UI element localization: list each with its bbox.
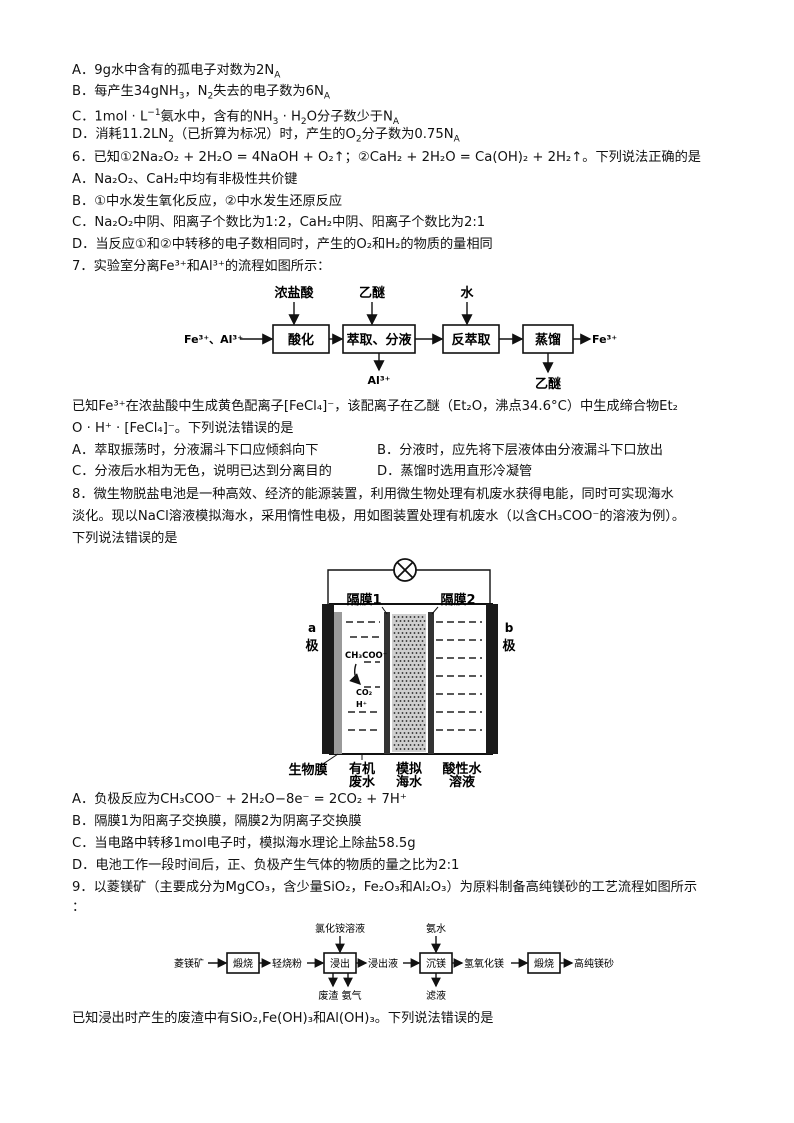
seawater-region: [392, 614, 426, 752]
membrane-2: [428, 612, 434, 754]
q7-info-2: O · H⁺ · [FeCl₄]⁻。下列说法错误的是: [72, 421, 294, 436]
q9-reagent-ammonia: 氨水: [426, 922, 446, 935]
seawater-label-2: 海水: [396, 774, 423, 788]
q9-filtrate: 滤液: [426, 989, 446, 1002]
q7-product-ether: 乙醚: [535, 376, 562, 392]
q9-box-calcine-2-label: 煅烧: [534, 957, 554, 970]
q9-box-precipitate-label: 沉镁: [426, 957, 446, 970]
q9-waste-outputs: 废渣 氨气: [318, 989, 361, 1002]
organic-label-2: 废水: [349, 774, 376, 788]
q7-reagent-water: 水: [460, 285, 474, 301]
q9-reagent-nh4cl: 氯化铵溶液: [315, 922, 365, 935]
seawater-label-1: 模拟: [396, 761, 422, 777]
q7-input-label: Fe³⁺、Al³⁺: [184, 333, 243, 346]
electrode-b-label-1: b: [505, 621, 514, 635]
biofilm-layer: [334, 612, 342, 754]
q6-option-b: B．①中水发生氧化反应，②中水发生还原反应: [72, 194, 343, 209]
species-h: H⁺: [356, 700, 367, 709]
q8-option-a: A．负极反应为CH₃COO⁻ + 2H₂O−8e⁻ = 2CO₂ + 7H⁺: [72, 792, 407, 807]
acid-label-1: 酸性水: [442, 761, 482, 777]
species-acetate: CH₃COO⁻: [345, 651, 387, 661]
q7-box-acidify-label: 酸化: [288, 332, 314, 348]
q5-option-b: B．每产生34gNH3，N2失去的电子数为6NA: [72, 84, 331, 102]
biofilm-label: 生物膜: [288, 762, 327, 778]
q7-box-extract: [342, 324, 416, 354]
q9-stem-1: 9．以菱镁矿（主要成分为MgCO₃，含少量SiO₂，Fe₂O₃和Al₂O₃）为原…: [72, 880, 698, 895]
q7-box-distill-label: 蒸馏: [535, 332, 561, 348]
q7-reagent-hcl: 浓盐酸: [274, 285, 314, 301]
q8-option-d: D．电池工作一段时间后，正、负极产生气体的物质的量之比为2:1: [72, 858, 460, 873]
q5-option-a: A．9g水中含有的孤电子对数为2NA: [72, 63, 281, 81]
q9-leachate: 浸出液: [368, 957, 398, 970]
q7-reagent-ether: 乙醚: [359, 285, 386, 301]
q7-output-label: Fe³⁺: [592, 333, 617, 346]
q5-option-d: D．消耗11.2LN2（已折算为标况）时，产生的O2分子数为0.75NA: [72, 127, 460, 145]
q9-product: 高纯镁砂: [574, 957, 614, 970]
membrane-2-label: 隔膜2: [440, 592, 475, 608]
q8-cell-diagram: CH₃COO⁻ CO₂ H⁺ 隔膜1 隔膜2 a 极 b 极 生物膜 有机 废水…: [288, 558, 516, 788]
q6-stem: 6．已知①2Na₂O₂ + 2H₂O = 4NaOH + O₂↑；②CaH₂ +…: [72, 150, 701, 165]
q7-option-c: C．分液后水相为无色，说明已达到分离目的: [72, 464, 332, 479]
q9-stem-2: ：: [72, 900, 86, 915]
q8-stem-1: 8．微生物脱盐电池是一种高效、经济的能源装置，利用微生物处理有机废水获得电能，同…: [72, 487, 674, 502]
q9-flow-diagram: 菱镁矿 煅烧 轻烧粉 浸出 浸出液 沉镁 氢氧化镁 煅烧 高纯镁砂 氯化铵溶液 …: [174, 922, 614, 1002]
organic-label-1: 有机: [349, 761, 375, 777]
q7-stem: 7．实验室分离Fe³⁺和Al³⁺的流程如图所示：: [72, 259, 331, 274]
electrode-a-label-1: a: [308, 621, 316, 635]
q8-stem-2: 淡化。现以NaCl溶液模拟海水，采用惰性电极，用如图装置处理有机废水（以含CH₃…: [72, 509, 686, 524]
q9-box-calcine-1-label: 煅烧: [233, 957, 253, 970]
q9-mg-hydroxide: 氢氧化镁: [464, 957, 504, 970]
q7-option-d: D．蒸馏时选用直形冷凝管: [377, 464, 533, 479]
q6-option-c: C．Na₂O₂中阴、阳离子个数比为1:2，CaH₂中阴、阳离子个数比为2:1: [72, 215, 486, 230]
q9-raw-material: 菱镁矿: [174, 957, 204, 970]
membrane-1: [384, 612, 390, 754]
q6-option-d: D．当反应①和②中转移的电子数相同时，产生的O₂和H₂的物质的量相同: [72, 237, 493, 252]
acid-label-2: 溶液: [449, 774, 475, 788]
q7-option-b: B．分液时，应先将下层液体由分液漏斗下口放出: [377, 443, 663, 458]
q7-box-distill: [522, 324, 574, 354]
electrode-a-label-2: 极: [305, 638, 319, 654]
q7-box-back-extract-label: 反萃取: [451, 332, 491, 348]
q9-light-powder: 轻烧粉: [272, 957, 302, 970]
q7-option-a: A．萃取振荡时，分液漏斗下口应倾斜向下: [72, 443, 319, 458]
q7-flow-diagram: Fe³⁺、Al³⁺ 酸化 萃取、分液 反萃取 蒸馏 Fe³⁺ 浓盐酸 乙醚 水 …: [184, 285, 617, 392]
membrane-1-label: 隔膜1: [346, 592, 381, 608]
q8-option-b: B．隔膜1为阳离子交换膜，隔膜2为阴离子交换膜: [72, 814, 362, 829]
q9-box-leach-label: 浸出: [330, 957, 350, 970]
q6-option-a: A．Na₂O₂、CaH₂中均有非极性共价键: [72, 172, 298, 187]
electrode-b: [486, 604, 498, 754]
q5-option-c: C．1mol · L−1氨水中，含有的NH3 · H2O分子数少于NA: [72, 108, 399, 128]
q8-stem-3: 下列说法错误的是: [72, 531, 178, 546]
q9-info: 已知浸出时产生的废渣中有SiO₂,Fe(OH)₃和Al(OH)₃。下列说法错误的…: [72, 1011, 494, 1026]
q8-option-c: C．当电路中转移1mol电子时，模拟海水理论上除盐58.5g: [72, 836, 416, 851]
electrode-b-label-2: 极: [502, 638, 516, 654]
q7-box-extract-label: 萃取、分液: [346, 332, 411, 348]
q7-product-al: Al³⁺: [368, 374, 391, 387]
species-co2: CO₂: [356, 688, 373, 697]
electrode-a: [322, 604, 334, 754]
q7-info-1: 已知Fe³⁺在浓盐酸中生成黄色配离子[FeCl₄]⁻，该配离子在乙醚（Et₂O，…: [72, 399, 678, 414]
